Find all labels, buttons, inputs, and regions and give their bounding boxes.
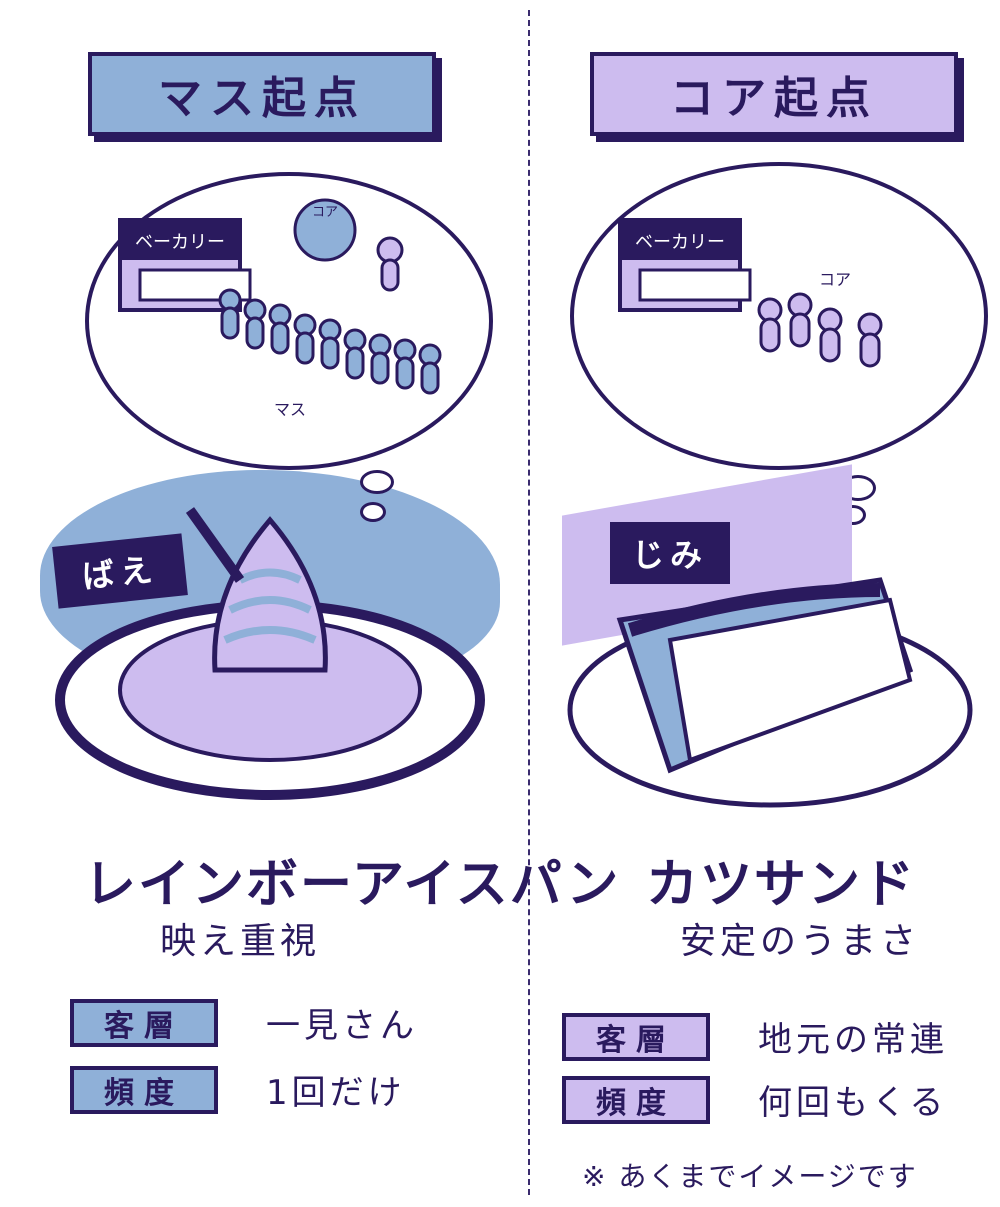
core-thought-label: コア xyxy=(312,205,338,220)
plain-tag: じみ xyxy=(610,522,730,584)
frequency-row: 頻度 何回もくる xyxy=(562,1075,947,1124)
shop-sign: ベーカリー xyxy=(635,232,725,253)
thought-bubble-dot xyxy=(360,470,394,494)
customer-row: 客層 地元の常連 xyxy=(562,1012,948,1061)
mass-header: マス起点 xyxy=(88,52,436,136)
rainbow-ice-bread-illustration xyxy=(55,507,485,800)
worried-face-icon xyxy=(293,198,357,262)
frequency-value: 1回だけ xyxy=(266,1073,406,1113)
center-divider xyxy=(528,10,530,1195)
core-label: コア xyxy=(819,270,851,289)
product-name: カツサンド xyxy=(646,855,917,915)
core-people-icon xyxy=(757,292,883,368)
customer-value: 一見さん xyxy=(266,1006,418,1046)
mass-label: マス xyxy=(274,400,306,419)
mass-panel: マス起点 ベーカリー コア マス xyxy=(40,52,618,1114)
customer-chip: 客層 xyxy=(562,1012,710,1061)
thought-bubble-dot xyxy=(360,502,386,522)
bakery-core-scene: ベーカリー コア xyxy=(618,218,883,368)
frequency-chip: 頻度 xyxy=(562,1075,710,1124)
katsu-sandwich-illustration xyxy=(567,577,973,808)
customer-value: 地元の常連 xyxy=(758,1020,948,1060)
crowd-people-icon xyxy=(218,236,442,395)
shop-sign: ベーカリー xyxy=(135,232,225,253)
customer-chip: 客層 xyxy=(70,998,218,1047)
image-only-note: ※ あくまでイメージです xyxy=(582,1160,918,1193)
product-tagline: 安定のうまさ xyxy=(680,921,921,962)
frequency-chip: 頻度 xyxy=(70,1065,218,1114)
product-tagline: 映え重視 xyxy=(160,921,321,962)
core-header: コア起点 xyxy=(590,52,958,136)
frequency-row: 頻度 1回だけ xyxy=(70,1065,406,1114)
customer-row: 客層 一見さん xyxy=(70,998,418,1047)
bakery-stall-icon xyxy=(618,218,752,312)
product-name: レインボーアイスパン xyxy=(84,855,621,915)
bakery-queue-scene: ベーカリー コア マス xyxy=(118,198,442,419)
frequency-value: 何回もくる xyxy=(758,1083,948,1123)
core-panel: コア起点 ベーカリー コア じみ カツサンド 安定のうまさ 客層 地元の常連 頻… xyxy=(500,0,1000,1207)
bakery-stall-icon xyxy=(118,218,252,312)
